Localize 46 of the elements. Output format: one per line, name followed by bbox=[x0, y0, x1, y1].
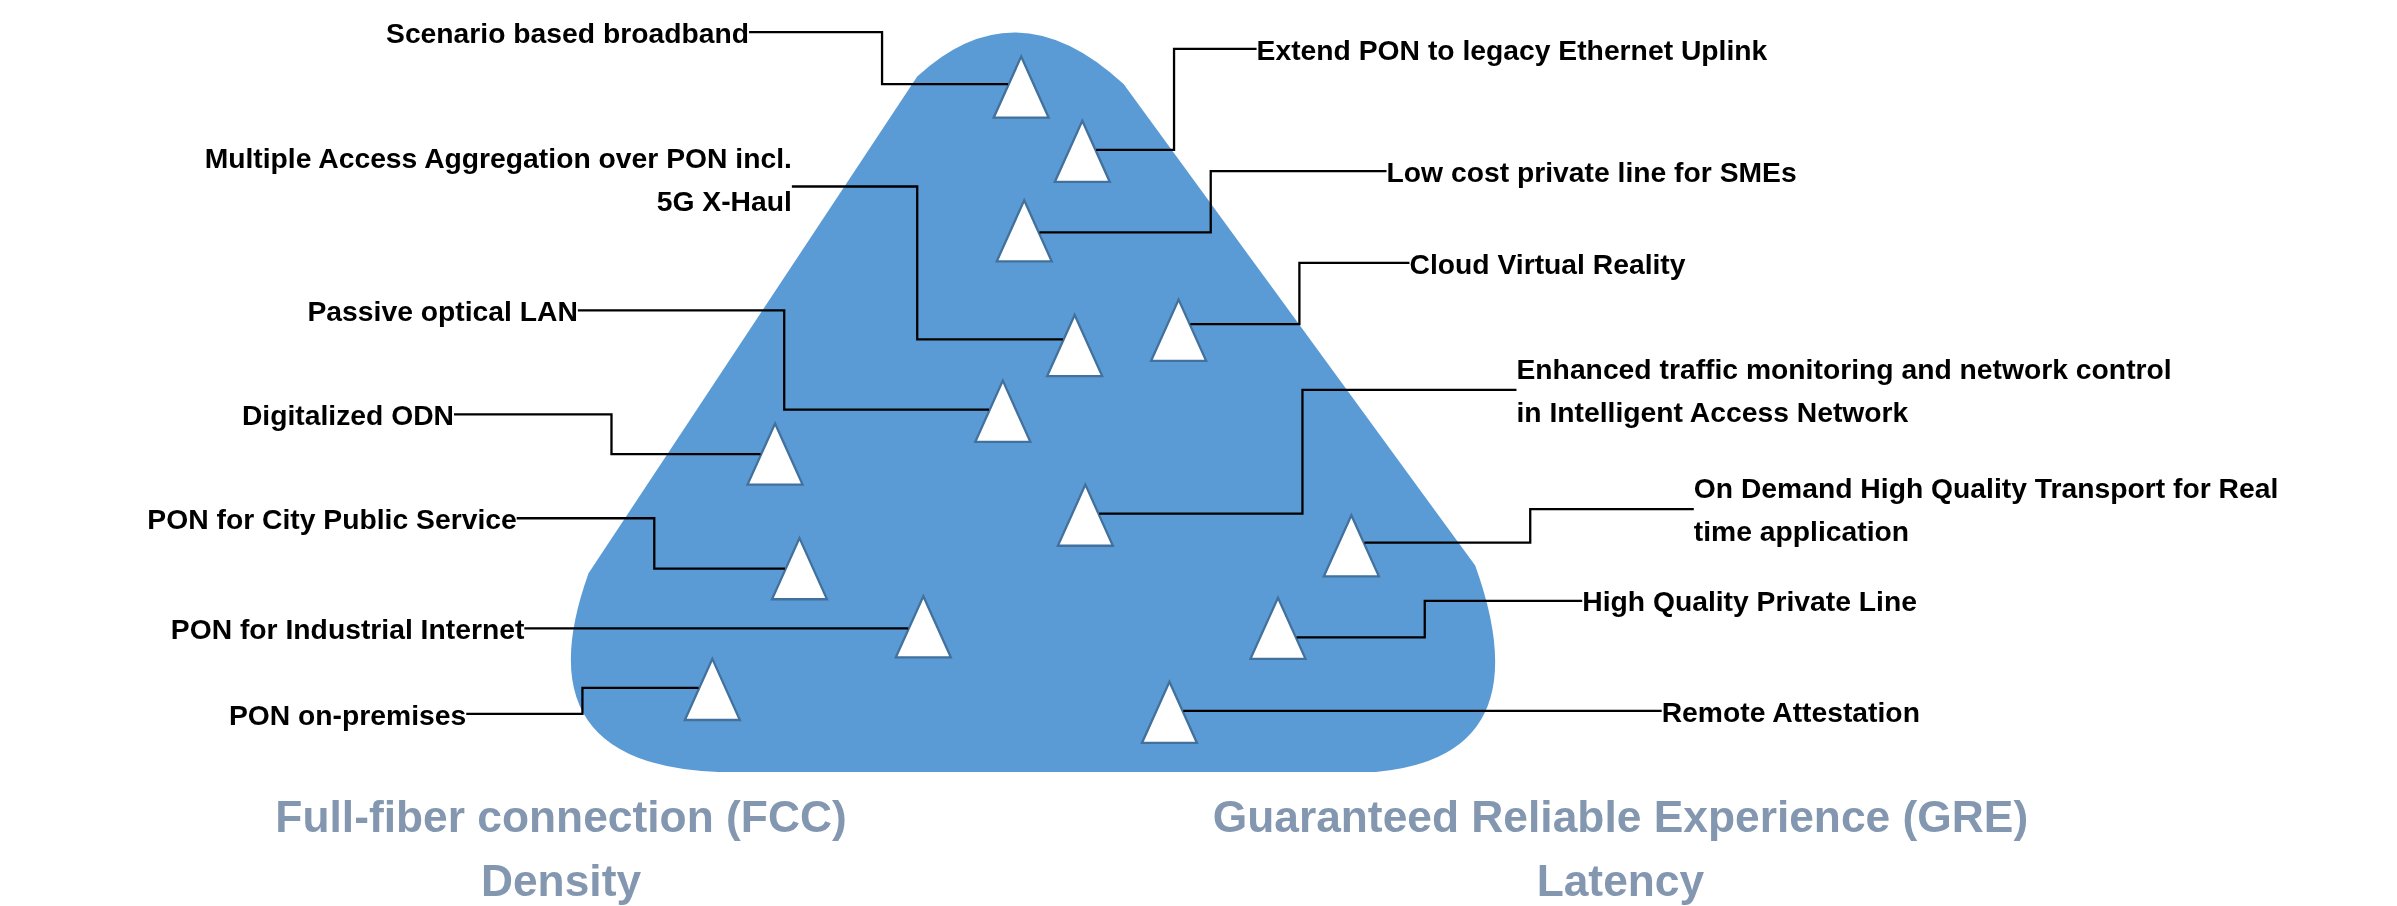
triangle-marker bbox=[894, 594, 953, 659]
triangle-marker bbox=[683, 657, 742, 722]
leader-line bbox=[1039, 170, 1387, 234]
callout-text: On Demand High Quality Transport for Real time application bbox=[1693, 467, 2306, 554]
leader-line bbox=[466, 686, 699, 716]
callout-text: PON for City Public Service bbox=[0, 498, 517, 542]
callout-text: High Quality Private Line bbox=[1582, 580, 2118, 624]
callout-text: Multiple Access Aggregation over PON incl. 5G X-Haul bbox=[180, 137, 792, 224]
callout-text: Digitalized ODN bbox=[71, 394, 454, 438]
triangle-marker bbox=[1045, 313, 1104, 378]
leader-line bbox=[1190, 261, 1410, 326]
leader-line bbox=[516, 517, 785, 570]
callout-text: Remote Attestation bbox=[1661, 690, 2121, 734]
triangle-marker bbox=[1053, 119, 1112, 184]
triangle-marker bbox=[992, 55, 1051, 120]
callout-text: Enhanced traffic monitoring and network control in Intelligent Access Network bbox=[1516, 348, 2190, 435]
triangle-marker bbox=[973, 379, 1032, 444]
leader-line bbox=[1183, 709, 1662, 712]
triangle-marker bbox=[1056, 483, 1115, 548]
triangle-marker bbox=[1248, 596, 1308, 661]
triangle-marker bbox=[995, 198, 1054, 263]
corner-caption: Guaranteed Reliable Experience (GRE) bbox=[1211, 790, 2030, 843]
leader-line bbox=[1364, 507, 1694, 544]
callout-text: Passive optical LAN bbox=[119, 290, 578, 334]
corner-caption: Latency bbox=[1535, 855, 1706, 906]
leader-line bbox=[577, 309, 989, 411]
leader-line bbox=[454, 413, 761, 456]
callout-text: PON for Industrial Internet bbox=[4, 608, 525, 652]
leader-line bbox=[1296, 599, 1583, 639]
leader-line bbox=[1099, 388, 1517, 515]
callout-text: Scenario based broadband bbox=[259, 12, 750, 56]
leader-line bbox=[1096, 47, 1257, 151]
leader-line bbox=[524, 627, 909, 630]
triangle-marker bbox=[1322, 513, 1381, 578]
callout-text: Low cost private line for SMEs bbox=[1386, 151, 1998, 195]
triangle-marker bbox=[770, 536, 829, 601]
corner-caption: Density bbox=[479, 855, 643, 906]
callout-text: Extend PON to legacy Ethernet Uplink bbox=[1256, 29, 1899, 72]
corner-caption: Full-fiber connection (FCC) bbox=[274, 790, 848, 843]
triangle-marker bbox=[1140, 680, 1199, 745]
triangle-marker bbox=[1149, 298, 1208, 363]
leader-line bbox=[791, 185, 1063, 341]
callout-text: Cloud Virtual Reality bbox=[1409, 243, 1869, 286]
triangle-marker bbox=[746, 421, 805, 487]
leader-line bbox=[749, 30, 1009, 86]
callout-text: PON on-premises bbox=[7, 694, 467, 737]
